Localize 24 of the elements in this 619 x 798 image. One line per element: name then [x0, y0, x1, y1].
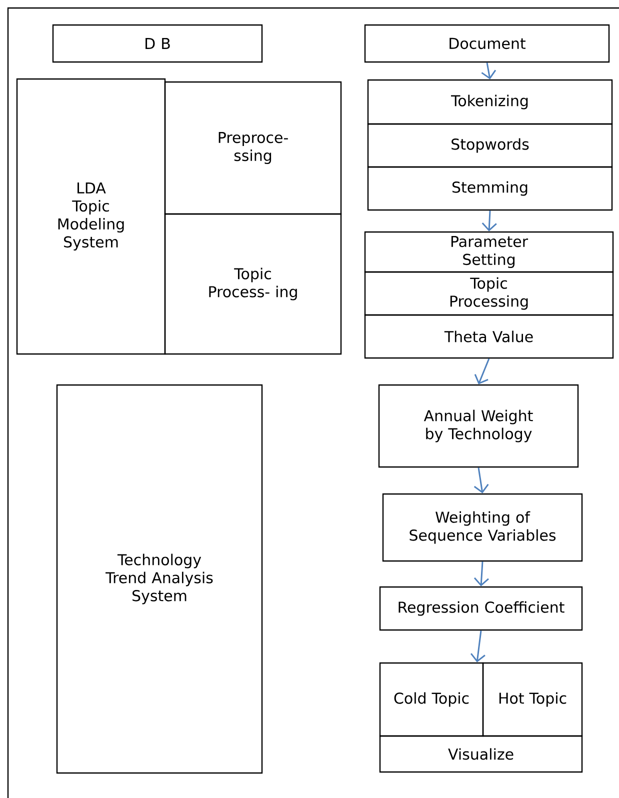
- process-box: Visualize: [379, 735, 583, 773]
- process-box: LDA Topic Modeling System: [16, 78, 166, 355]
- process-box: Tokenizing: [367, 79, 613, 125]
- arrow: [482, 210, 497, 232]
- arrow: [474, 562, 489, 586]
- arrow: [481, 62, 496, 80]
- process-box: Parameter Setting: [364, 231, 614, 273]
- process-box: Preproce- ssing: [164, 81, 342, 215]
- process-box: Technology Trend Analysis System: [56, 384, 263, 774]
- process-box: Regression Coefficient: [379, 586, 583, 631]
- process-box: D B: [52, 24, 263, 63]
- process-box: Cold Topic: [379, 662, 484, 737]
- arrow: [470, 630, 486, 662]
- process-box: Topic Process- ing: [164, 213, 342, 355]
- process-box: Topic Processing: [364, 271, 614, 316]
- process-box: Theta Value: [364, 314, 614, 359]
- process-box: Document: [364, 24, 610, 63]
- process-box: Weighting of Sequence Variables: [382, 493, 583, 562]
- arrow: [474, 358, 490, 384]
- process-box: Annual Weight by Technology: [378, 384, 579, 468]
- arrow: [474, 467, 489, 494]
- process-box: Stemming: [367, 166, 613, 211]
- process-box: Hot Topic: [482, 662, 583, 737]
- process-box: Stopwords: [367, 123, 613, 168]
